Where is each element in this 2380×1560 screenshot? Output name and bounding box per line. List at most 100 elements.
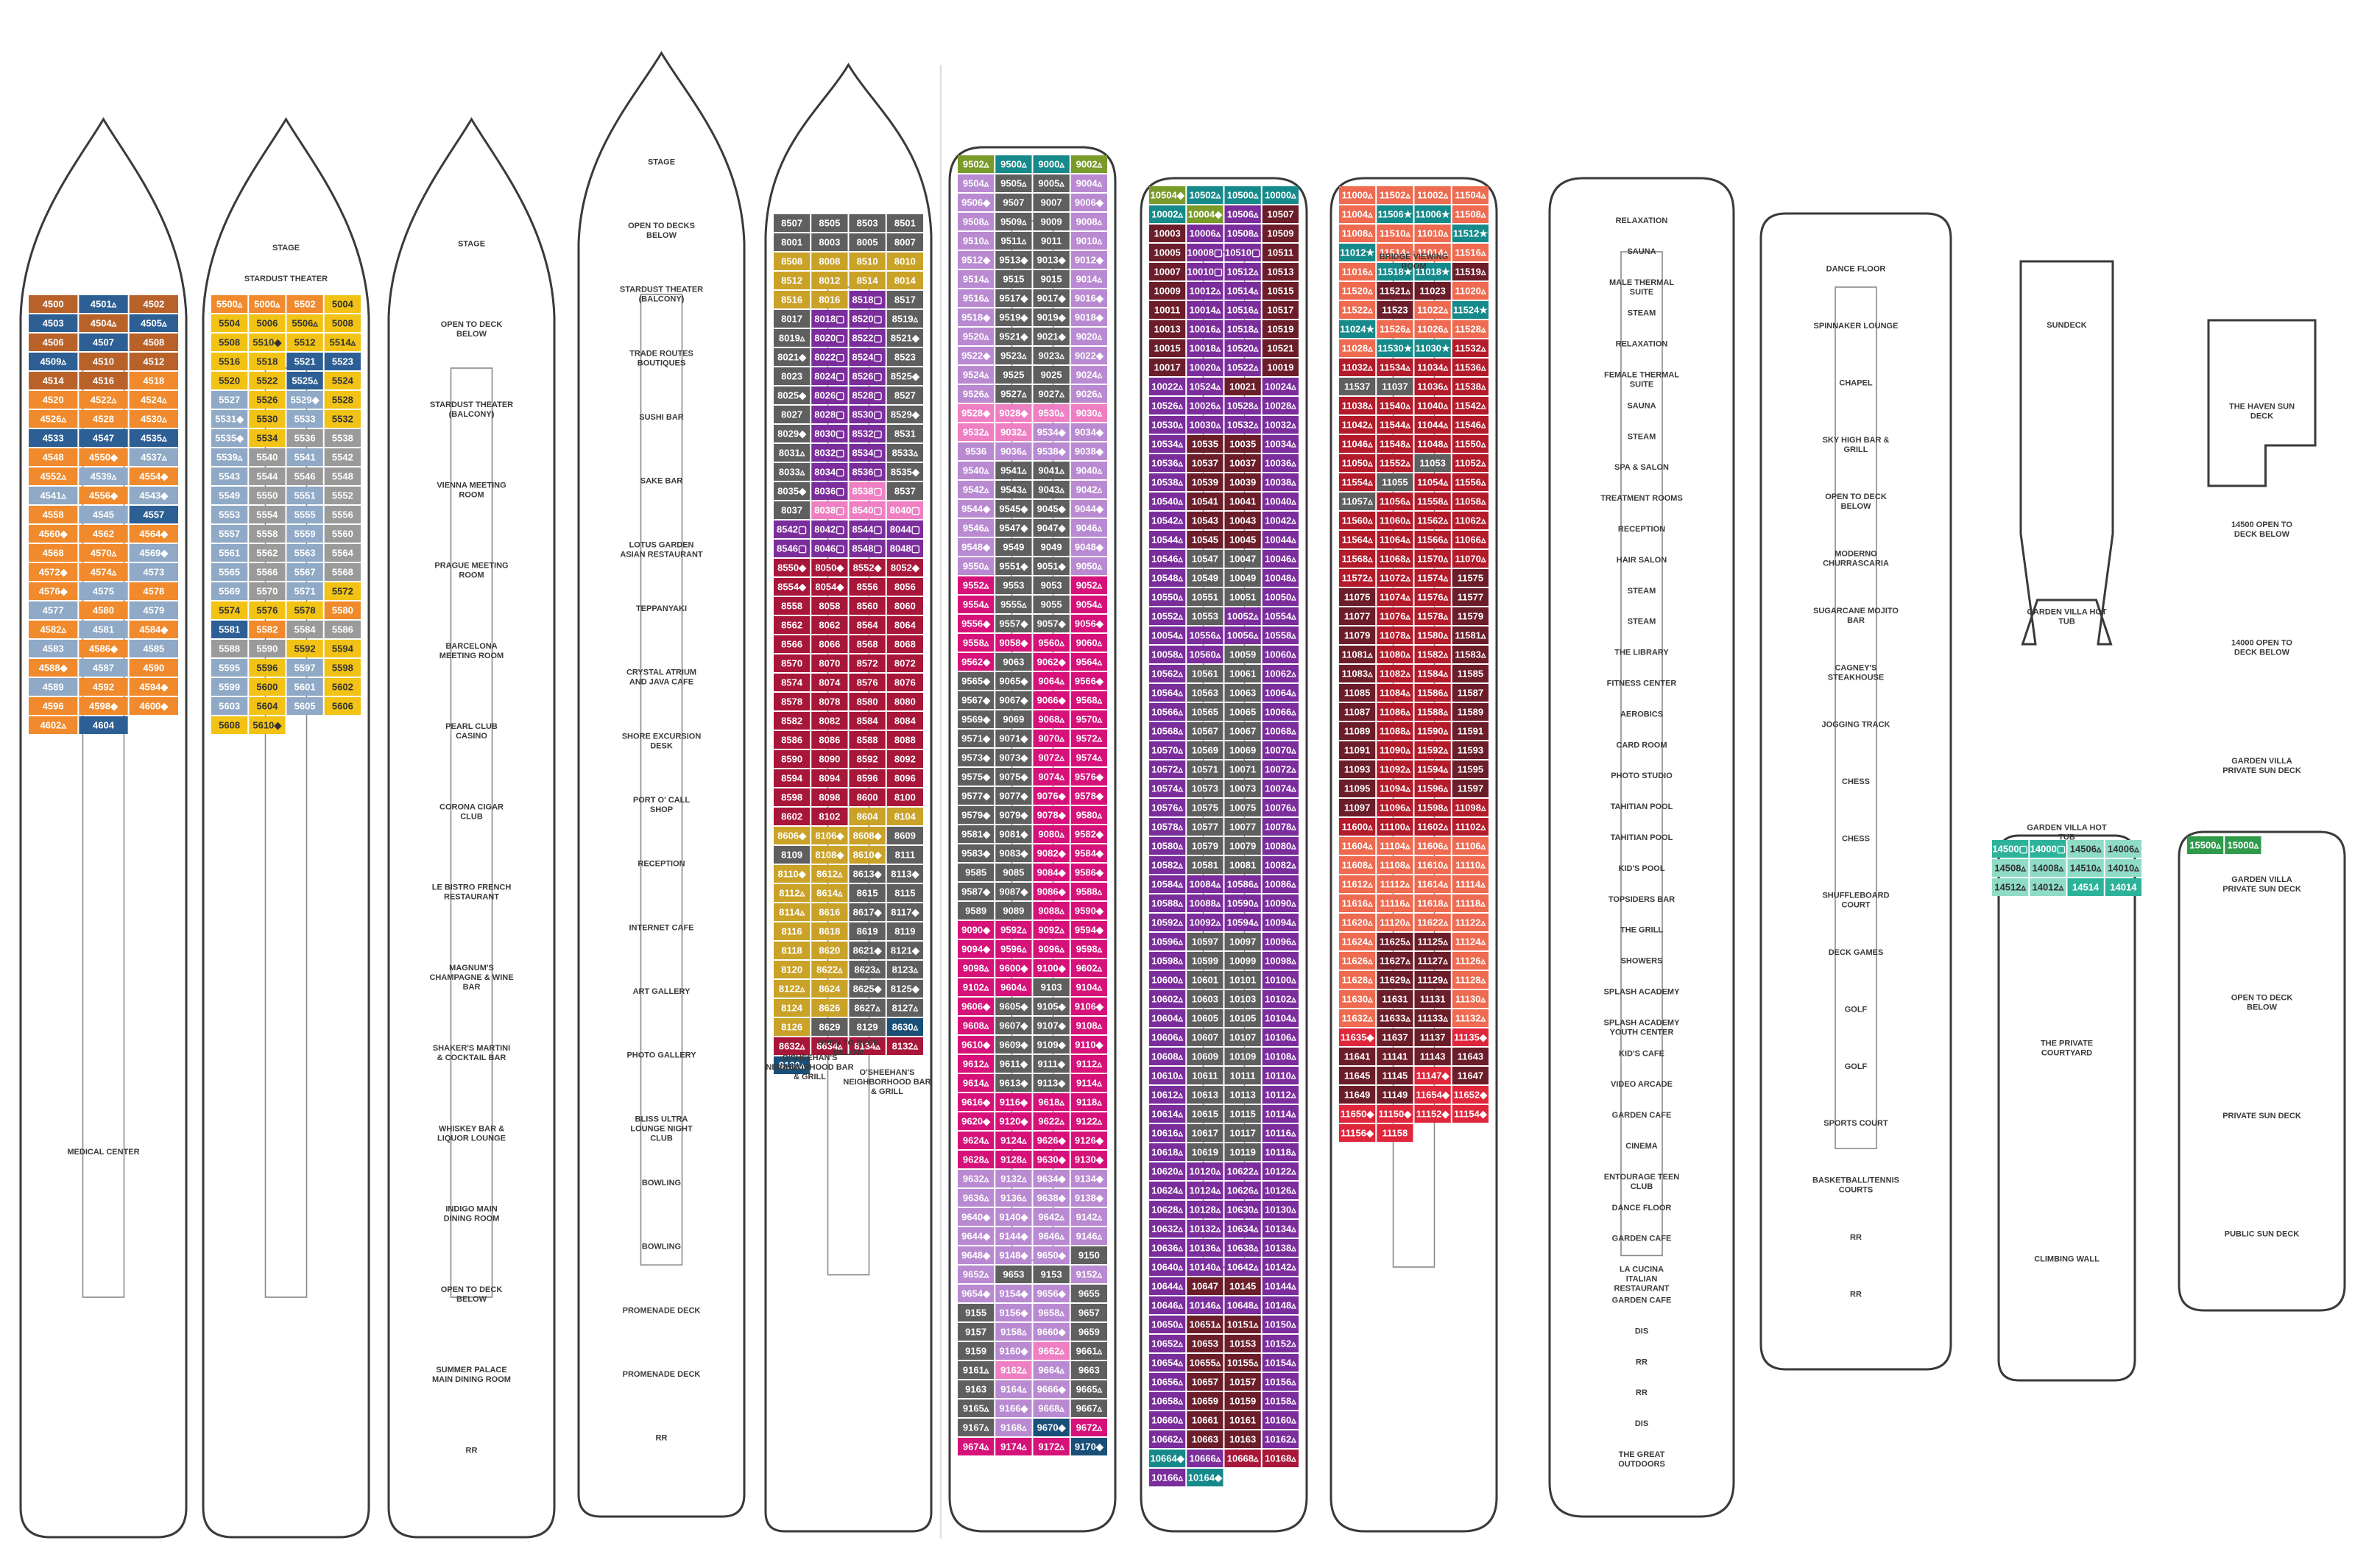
cabin[interactable]: 5535◆ <box>211 429 248 447</box>
cabin-block[interactable] <box>849 501 886 519</box>
cabin-block[interactable] <box>886 253 923 270</box>
cabin[interactable]: 5569 <box>211 582 248 600</box>
cabin[interactable]: 10075 <box>1224 799 1261 816</box>
cabin[interactable]: 10059 <box>1224 646 1261 663</box>
cabin[interactable]: 5597 <box>286 659 323 677</box>
cabin[interactable]: 11118▵ <box>1452 894 1489 912</box>
cabin[interactable]: 10094▵ <box>1262 914 1299 931</box>
cabin[interactable]: 9146▵ <box>1070 1227 1107 1245</box>
cabin[interactable]: 11649 <box>1339 1086 1376 1104</box>
cabin[interactable]: 10526▵ <box>1149 397 1186 414</box>
cabin[interactable]: 9569◆ <box>958 710 995 728</box>
cabin[interactable]: 5525▵ <box>286 372 323 389</box>
cabin[interactable]: 10163 <box>1224 1430 1261 1448</box>
cabin-block[interactable] <box>29 601 78 619</box>
cabin[interactable]: 9518◆ <box>958 308 995 326</box>
cabin[interactable]: 11521▵ <box>1377 282 1413 300</box>
cabin[interactable]: 9524▵ <box>958 366 995 384</box>
cabin[interactable]: 11038▵ <box>1339 397 1376 414</box>
cabin[interactable]: 9548◆ <box>958 538 995 556</box>
cabin[interactable]: 10162▵ <box>1262 1430 1299 1448</box>
cabin[interactable]: 4508 <box>129 333 178 351</box>
cabin[interactable]: 10066▵ <box>1262 703 1299 721</box>
cabin[interactable]: 10594▵ <box>1224 914 1261 931</box>
cabin[interactable]: 14006▵ <box>2105 840 2141 858</box>
cabin[interactable]: 9014▵ <box>1070 270 1107 288</box>
cabin-block[interactable] <box>324 678 361 696</box>
cabin[interactable]: 8129 <box>849 1018 886 1036</box>
cabin[interactable]: 5568 <box>324 563 361 581</box>
cabin[interactable]: 8580 <box>849 693 886 710</box>
cabin[interactable]: 5604 <box>249 697 286 715</box>
cabin[interactable]: 8050◆ <box>811 559 848 576</box>
cabin[interactable]: 9102▵ <box>958 978 995 996</box>
cabin[interactable]: 11084▵ <box>1377 684 1413 702</box>
cabin-block[interactable] <box>849 348 886 366</box>
cabin[interactable]: 11095 <box>1339 780 1376 797</box>
cabin[interactable]: 5533 <box>286 410 323 428</box>
cabin-block[interactable] <box>249 678 286 696</box>
cabin[interactable]: 5558 <box>249 525 286 543</box>
cabin[interactable]: 10076▵ <box>1262 799 1299 816</box>
cabin[interactable]: 4581 <box>79 621 128 638</box>
cabin[interactable]: 8035◆ <box>774 482 811 500</box>
cabin[interactable]: 9010▵ <box>1070 232 1107 250</box>
cabin[interactable]: 10061 <box>1224 665 1261 682</box>
cabin[interactable]: 9667▵ <box>1070 1400 1107 1417</box>
cabin[interactable]: 8024▢ <box>811 367 848 385</box>
cabin-block[interactable] <box>324 601 361 619</box>
cabin-block[interactable] <box>324 640 361 657</box>
cabin[interactable]: 9038◆ <box>1070 442 1107 460</box>
cabin[interactable]: 8005 <box>849 233 886 251</box>
cabin[interactable]: 10041 <box>1224 493 1261 510</box>
cabin[interactable]: 11643 <box>1452 1048 1489 1065</box>
cabin-block[interactable] <box>129 640 178 657</box>
cabin[interactable]: 10615 <box>1187 1105 1223 1123</box>
cabin[interactable]: 11637 <box>1377 1028 1413 1046</box>
cabin[interactable]: 8046▢ <box>811 540 848 557</box>
cabin-block[interactable] <box>774 884 811 902</box>
cabin[interactable]: 8554◆ <box>774 578 811 596</box>
cabin[interactable]: 5602 <box>324 678 361 696</box>
cabin-block[interactable] <box>886 482 923 500</box>
cabin[interactable]: 9045◆ <box>1033 500 1070 518</box>
cabin[interactable]: 9157 <box>958 1323 995 1341</box>
cabin[interactable]: 10028▵ <box>1262 397 1299 414</box>
cabin-block[interactable] <box>79 582 128 600</box>
cabin[interactable]: 4577 <box>29 601 78 619</box>
cabin[interactable]: 9655 <box>1070 1285 1107 1302</box>
cabin[interactable]: 9152▵ <box>1070 1266 1107 1283</box>
cabin[interactable]: 11114▵ <box>1452 875 1489 893</box>
cabin-block[interactable] <box>211 333 248 351</box>
cabin[interactable]: 8578 <box>774 693 811 710</box>
cabin-block[interactable] <box>286 697 323 715</box>
cabin[interactable]: 8034▢ <box>811 463 848 481</box>
cabin-block[interactable] <box>886 616 923 634</box>
cabin[interactable]: 4522▵ <box>79 391 128 409</box>
cabin-block[interactable] <box>811 540 848 557</box>
cabin[interactable]: 10065 <box>1224 703 1261 721</box>
cabin[interactable]: 11542▵ <box>1452 397 1489 414</box>
cabin[interactable]: 11597 <box>1452 780 1489 797</box>
cabin[interactable]: 9111◆ <box>1033 1055 1070 1073</box>
cabin[interactable]: 9585 <box>958 864 995 881</box>
cabin[interactable]: 8122▵ <box>774 980 811 998</box>
cabin[interactable]: 11088▵ <box>1377 722 1413 740</box>
cabin[interactable]: 10134▵ <box>1262 1220 1299 1238</box>
cabin[interactable]: 4514 <box>29 372 78 389</box>
cabin[interactable]: 8044▢ <box>886 520 923 538</box>
cabin[interactable]: 10096▵ <box>1262 933 1299 950</box>
cabin[interactable]: 4502 <box>129 295 178 313</box>
cabin[interactable]: 5594 <box>324 640 361 657</box>
cabin[interactable]: 9167▵ <box>958 1419 995 1436</box>
cabin[interactable]: 5008 <box>324 314 361 332</box>
cabin[interactable]: 5561 <box>211 544 248 562</box>
cabin-block[interactable] <box>811 922 848 940</box>
cabin[interactable]: 8119 <box>886 922 923 940</box>
cabin[interactable]: 5550 <box>249 487 286 504</box>
cabin-block[interactable] <box>811 578 848 596</box>
cabin[interactable]: 11010▵ <box>1414 225 1451 242</box>
cabin[interactable]: 9126◆ <box>1070 1132 1107 1149</box>
cabin[interactable]: 10049 <box>1224 569 1261 587</box>
cabin[interactable]: 10638▵ <box>1224 1239 1261 1257</box>
